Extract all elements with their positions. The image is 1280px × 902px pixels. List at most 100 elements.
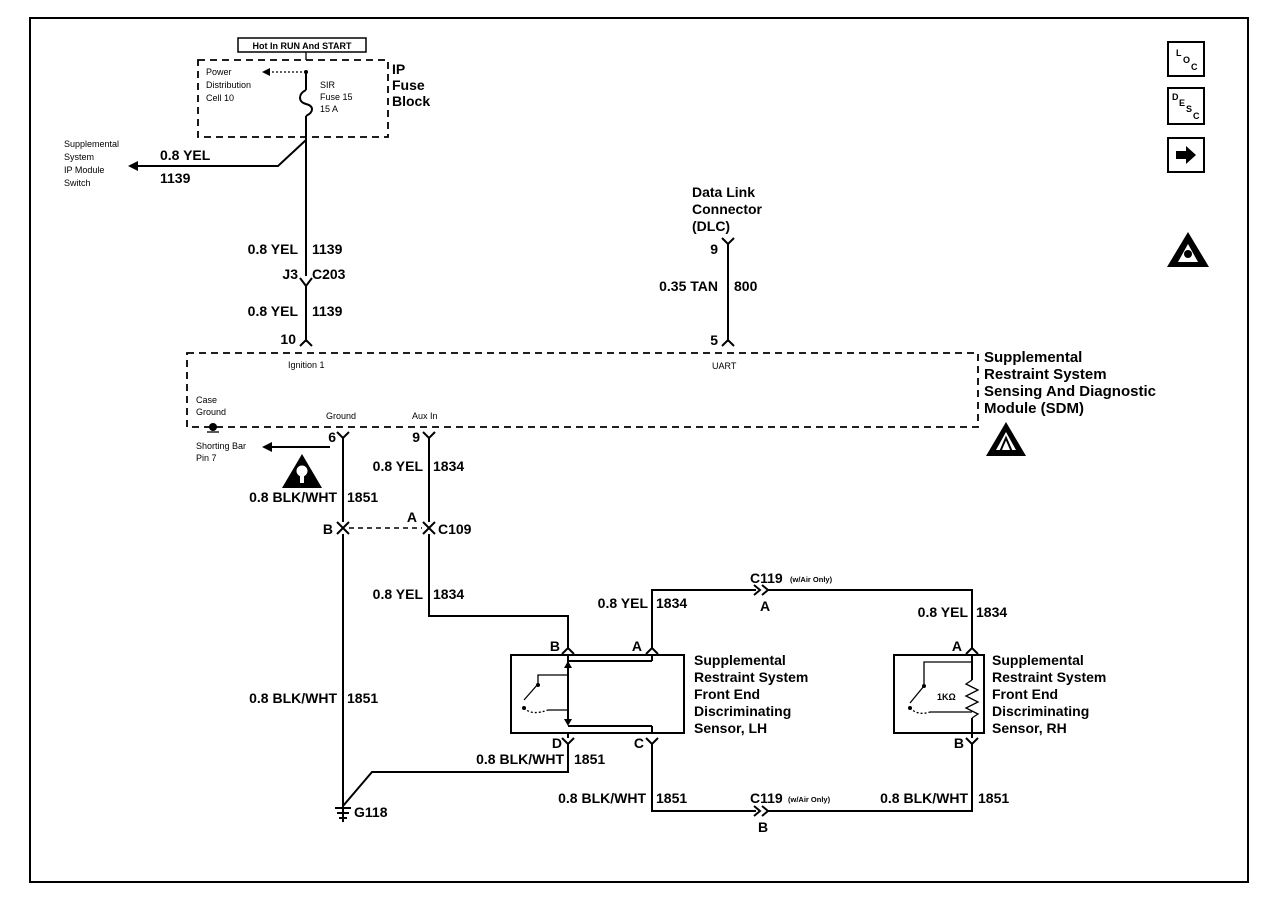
power-dist-line3: Cell 10: [206, 93, 234, 103]
ip-fuse-title-line2: Fuse: [392, 77, 425, 93]
connector-c203: C203: [312, 266, 346, 282]
c119-top-label: C119: [750, 570, 783, 586]
sdm-uart-label: UART: [712, 361, 737, 371]
next-page-button[interactable]: [1167, 137, 1205, 173]
rh-a-circuit: 1834: [976, 604, 1007, 620]
lh-c-circuit: 1851: [656, 790, 687, 806]
rh-title-line4: Discriminating: [992, 703, 1089, 719]
lh-pin-a: A: [632, 638, 642, 654]
lh-title-line4: Discriminating: [694, 703, 791, 719]
rh-a-wire: 0.8 YEL: [918, 604, 969, 620]
c109-label: C109: [438, 521, 472, 537]
dlc-pin-top: 9: [710, 241, 718, 257]
rh-b-circuit: 1851: [978, 790, 1009, 806]
lh-title-line3: Front End: [694, 686, 760, 702]
case-ground-icon: [209, 423, 217, 431]
sdm-title-line2: Restraint System: [984, 366, 1107, 383]
lh-pin-b: B: [550, 638, 560, 654]
c119-top-connector-icon: [761, 584, 770, 596]
power-dist-line1: Power: [206, 67, 232, 77]
lh-pin-d: D: [552, 735, 562, 751]
rh-title-line5: Sensor, RH: [992, 720, 1067, 736]
c109-pin-a: A: [407, 509, 417, 525]
power-dist-line2: Distribution: [206, 80, 251, 90]
ip-fuse-title-line1: IP: [392, 61, 405, 77]
aux-wire-upper: 0.8 YEL: [373, 458, 424, 474]
sdm-module: Ignition 1 UART Case Ground Ground Aux I…: [186, 349, 1156, 456]
dlc-circuit: 800: [734, 278, 758, 294]
esd-warning-icon[interactable]: [1167, 232, 1209, 267]
dlc-line2: Connector: [692, 201, 763, 217]
loc-button[interactable]: L O C: [1167, 41, 1205, 77]
rh-title-line3: Front End: [992, 686, 1058, 702]
esd-icon: [986, 422, 1026, 456]
ip-switch-line2: System: [64, 152, 94, 162]
lh-c-wire: 0.8 BLK/WHT: [558, 790, 646, 806]
c119-bottom-connector-icon: [761, 805, 770, 817]
main-pin-10: 10: [280, 331, 296, 347]
c119-top-circuit: 0.8 YEL 1834 C119 (w/Air Only) A 0.8 YEL…: [598, 570, 1007, 648]
sdm-outline: [186, 352, 979, 428]
right-arrow-icon: [1176, 146, 1196, 164]
c119-bottom-pin: B: [758, 819, 768, 835]
desc-letter-d: D: [1172, 92, 1179, 102]
lh-sensor-box: [510, 654, 685, 734]
main-feed-1139: 0.8 YEL 1139 J3 C203 0.8 YEL 1139 10: [248, 137, 346, 347]
loc-letter-c: C: [1191, 62, 1198, 72]
lh-d-circuit: 1851: [574, 751, 605, 767]
rh-pin-a: A: [952, 638, 962, 654]
c119-bottom-label: C119: [750, 790, 783, 806]
hot-in-run-box: [237, 37, 367, 53]
c109-pin-b: B: [323, 521, 333, 537]
desc-letter-c: C: [1193, 111, 1200, 121]
loc-letter-o: O: [1183, 55, 1190, 65]
dlc-wire: 0.35 TAN: [659, 278, 718, 294]
lh-title-line5: Sensor, LH: [694, 720, 767, 736]
ip-switch-arrow-icon: [128, 161, 138, 171]
aux-circuit-lower: 1834: [433, 586, 464, 602]
desc-button[interactable]: D E S C: [1167, 87, 1205, 125]
connector-j3: J3: [282, 266, 298, 282]
ip-switch-line4: Switch: [64, 178, 91, 188]
c119-top-pin: A: [760, 598, 770, 614]
rh-sensor: 1KΩ A B Supplemental Restraint System Fr…: [893, 638, 1106, 751]
ip-fuse-block: Hot In RUN And START Power Distribution …: [197, 37, 430, 138]
data-link-connector: Data Link Connector (DLC) 9 0.35 TAN 800…: [659, 184, 762, 348]
rh-switch-icon: [908, 661, 972, 714]
rh-b-wire: 0.8 BLK/WHT: [880, 790, 968, 806]
ground-wire-upper: 0.8 BLK/WHT: [249, 489, 337, 505]
hot-in-run-label: Hot In RUN And START: [253, 41, 352, 51]
dlc-line3: (DLC): [692, 218, 730, 234]
main-wire-lower: 0.8 YEL: [248, 303, 299, 319]
fuse-line2: Fuse 15: [320, 92, 353, 102]
shorting-bar: Shorting Bar Pin 7: [196, 441, 330, 463]
ground-g118-label: G118: [354, 804, 388, 820]
lh-d-wire: 0.8 BLK/WHT: [476, 751, 564, 767]
ground-g118-icon: [335, 806, 351, 822]
lh-title-line1: Supplemental: [694, 652, 786, 668]
ip-switch-wire: 0.8 YEL: [160, 147, 211, 163]
ground-circuit-lower: 1851: [347, 690, 378, 706]
sdm-ignition-label: Ignition 1: [288, 360, 325, 370]
c119-bottom-circuit: 0.8 BLK/WHT 1851 C119 (w/Air Only) B 0.8…: [558, 744, 1009, 835]
lh-switch-icon: [522, 674, 568, 714]
ground-pin-6: 6: [328, 429, 336, 445]
ground-wire-lower: 0.8 BLK/WHT: [249, 690, 337, 706]
shorting-bar-line2: Pin 7: [196, 453, 217, 463]
rh-title-line2: Restraint System: [992, 669, 1106, 685]
c203-connector-icon: [299, 277, 313, 288]
ip-module-switch-feed: Supplemental System IP Module Switch 0.8…: [64, 139, 307, 188]
rh-resistor-icon: [964, 679, 980, 719]
sdm-title-line1: Supplemental: [984, 349, 1082, 366]
ip-switch-line3: IP Module: [64, 165, 104, 175]
shorting-bar-arrow-icon: [262, 442, 272, 452]
sdm-title-line3: Sensing And Diagnostic: [984, 383, 1156, 400]
shorting-bar-line1: Shorting Bar: [196, 441, 246, 451]
lh-title-line2: Restraint System: [694, 669, 808, 685]
desc-letter-e: E: [1179, 98, 1185, 108]
lh-a-wire: 0.8 YEL: [598, 595, 649, 611]
dlc-line1: Data Link: [692, 184, 755, 200]
lh-d-ground-wire: 0.8 BLK/WHT 1851: [342, 744, 605, 807]
lh-sensor: B A D C Supplemental Restraint System Fr…: [510, 638, 808, 751]
